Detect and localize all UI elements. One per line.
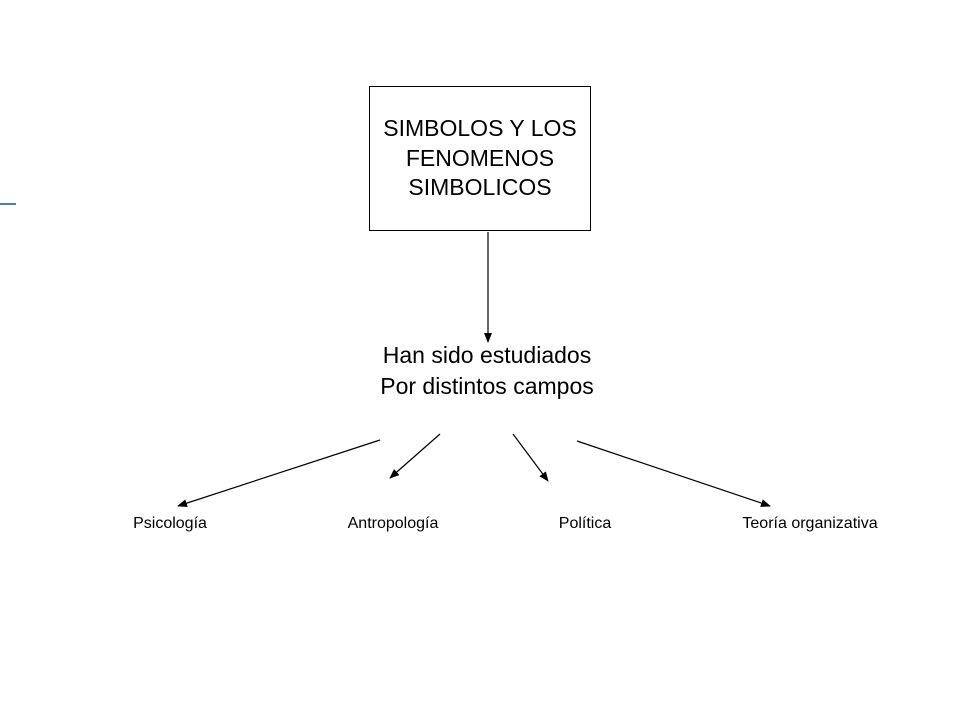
arrow-to-teoria-organizativa (576, 440, 771, 507)
leaf-psicologia: Psicología (133, 515, 207, 532)
root-concept-label: SIMBOLOS Y LOS FENOMENOS SIMBOLICOS (383, 115, 577, 201)
root-concept-box: SIMBOLOS Y LOS FENOMENOS SIMBOLICOS (369, 86, 591, 231)
linking-phrase: Han sido estudiados Por distintos campos (380, 342, 594, 399)
arrow-to-antropologia (389, 433, 441, 479)
leaf-antropologia: Antropología (347, 515, 439, 532)
arrow-to-psicologia (177, 439, 381, 508)
leaf-teoria-organizativa: Teoría organizativa (742, 515, 878, 532)
arrow-to-politica (512, 433, 549, 482)
edge-accent-line (0, 203, 16, 205)
leaf-politica: Política (558, 515, 612, 532)
